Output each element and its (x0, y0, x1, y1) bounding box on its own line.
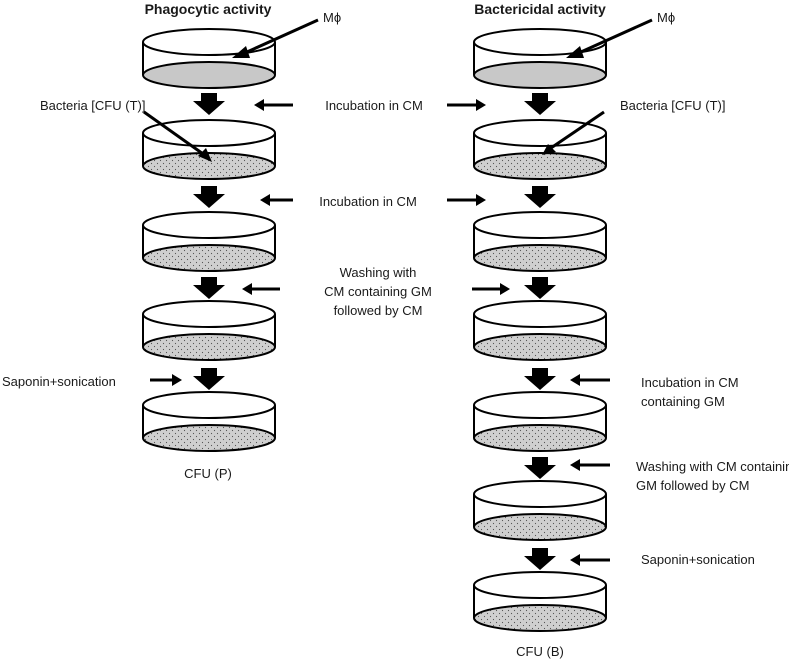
plate-rim (142, 119, 276, 147)
bactericidal-step-arrow-6 (524, 548, 556, 570)
bacteria-layer (142, 424, 276, 452)
cfu-p-label: CFU (P) (184, 466, 232, 481)
phagocytic-plate-1 (142, 28, 276, 89)
incubation-1-arrowhead-right (476, 99, 486, 111)
phagocytic-header: Phagocytic activity (145, 1, 272, 17)
bacteria-layer (473, 333, 607, 361)
bacteria-pointer-left (143, 110, 207, 158)
plate-rim (142, 391, 276, 419)
plate-rim (142, 300, 276, 328)
bacteria-pointer-right (547, 110, 605, 152)
bacteria-layer (473, 513, 607, 541)
washing-gm-label-line2: GM followed by CM (636, 478, 749, 493)
bactericidal-step-arrow-4 (524, 368, 556, 390)
bacteria-layer (473, 424, 607, 452)
bacteria-layer (473, 604, 607, 632)
incubation-1-arrowhead-left (254, 99, 264, 111)
mphi-arrowhead-left (232, 46, 250, 58)
bacteria-layer (142, 244, 276, 272)
incubation-cm-label-1: Incubation in CM (325, 98, 423, 113)
plate-rim (473, 391, 607, 419)
macrophage-layer (142, 61, 276, 89)
bactericidal-step-arrow-1 (524, 93, 556, 115)
saponin-label-right: Saponin+sonication (641, 552, 755, 567)
mphi-label-left: Mϕ (323, 10, 341, 25)
bactericidal-plate-2 (473, 119, 607, 180)
phagocytic-step-arrow-3 (193, 277, 225, 299)
washing-label-line3: followed by CM (334, 303, 423, 318)
mphi-label-right: Mϕ (657, 10, 675, 25)
incubation-2-arrowhead-right (476, 194, 486, 206)
bacteria-layer (473, 152, 607, 180)
phagocytic-plate-3 (142, 211, 276, 272)
bacteria-arrowhead-right (542, 144, 556, 155)
mphi-arrowhead-right (566, 46, 584, 58)
cfu-b-label: CFU (B) (516, 644, 564, 659)
phagocytic-step-arrow-4 (193, 368, 225, 390)
washing-gm-label-line1: Washing with CM containing (636, 459, 789, 474)
bactericidal-plate-7 (473, 571, 607, 632)
incubation-gm-arrowhead (570, 374, 580, 386)
bacteria-label-right: Bacteria [CFU (T)] (620, 98, 725, 113)
bactericidal-step-arrow-3 (524, 277, 556, 299)
plate-rim (142, 211, 276, 239)
plate-rim (473, 119, 607, 147)
phagocytic-plate-4 (142, 300, 276, 361)
bactericidal-plate-3 (473, 211, 607, 272)
bacteria-label-left: Bacteria [CFU (T)] (40, 98, 145, 113)
incubation-gm-label-line2: containing GM (641, 394, 725, 409)
macrophage-layer (473, 61, 607, 89)
plate-rim (473, 480, 607, 508)
phagocytic-step-arrow-1 (193, 93, 225, 115)
step-arrows (193, 93, 556, 570)
bactericidal-plates (473, 28, 607, 632)
plate-rim (473, 211, 607, 239)
washing-label-line2: CM containing GM (324, 284, 432, 299)
incubation-2-arrowhead-left (260, 194, 270, 206)
saponin-label-left: Saponin+sonication (2, 374, 116, 389)
phagocytic-step-arrow-2 (193, 186, 225, 208)
bactericidal-header: Bactericidal activity (474, 1, 606, 17)
saponin-arrowhead-right (570, 554, 580, 566)
phagocytic-plate-5 (142, 391, 276, 452)
washing-gm-arrowhead (570, 459, 580, 471)
mphi-pointer-arrow-left (237, 18, 319, 58)
plate-rim (142, 28, 276, 56)
washing-label-line1: Washing with (340, 265, 417, 280)
phagocytic-plates (142, 28, 276, 452)
washing-arrowhead-left (242, 283, 252, 295)
bactericidal-step-arrow-5 (524, 457, 556, 479)
bactericidal-step-arrow-2 (524, 186, 556, 208)
mphi-pointer-arrow-right (571, 18, 653, 58)
incubation-cm-label-2: Incubation in CM (319, 194, 417, 209)
washing-arrowhead-right (500, 283, 510, 295)
plate-rim (473, 571, 607, 599)
bacteria-layer (142, 333, 276, 361)
bactericidal-plate-5 (473, 391, 607, 452)
bactericidal-plate-1 (473, 28, 607, 89)
saponin-arrowhead-left (172, 374, 182, 386)
bactericidal-plate-4 (473, 300, 607, 361)
plate-rim (473, 300, 607, 328)
bactericidal-plate-6 (473, 480, 607, 541)
bacteria-layer (473, 244, 607, 272)
phagocytic-plate-2 (142, 119, 276, 180)
incubation-gm-label-line1: Incubation in CM (641, 375, 739, 390)
bacteria-arrowhead-left (198, 148, 212, 162)
